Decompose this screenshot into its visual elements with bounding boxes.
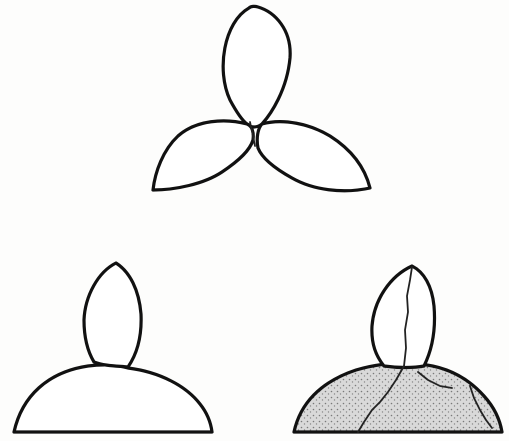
left-lobe xyxy=(153,121,253,190)
seedling-on-shaded-mound xyxy=(294,266,502,432)
right-lobe xyxy=(257,122,370,191)
lobe-left xyxy=(84,263,141,367)
mound-left xyxy=(14,365,212,432)
seedling-on-mound xyxy=(14,263,212,432)
top-lobe xyxy=(223,6,290,127)
lobe-right xyxy=(372,266,435,368)
mound-right xyxy=(294,363,502,432)
three-lobed-seedling xyxy=(153,6,370,190)
